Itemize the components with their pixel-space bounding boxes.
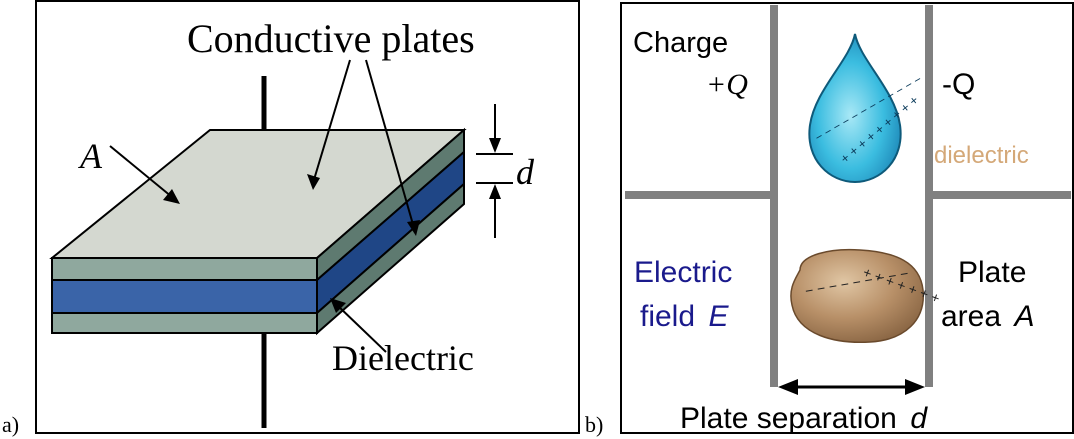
- dielectric-label-b: dielectric: [934, 142, 1029, 169]
- panel-b-label: b): [585, 412, 604, 437]
- right-plate: [925, 5, 933, 387]
- field-label-line2: field E: [640, 300, 730, 333]
- area-symbol: A: [78, 136, 103, 176]
- separation-symbol: d: [516, 152, 535, 192]
- charge-label: Charge: [633, 27, 728, 59]
- plate-label-line2: area A: [941, 300, 1035, 333]
- arrow-to-bottom-plate: [365, 59, 415, 229]
- dielectric-label: Dielectric: [332, 338, 474, 378]
- right-divider: [933, 191, 1071, 199]
- field-label-line1: Electric: [634, 256, 732, 289]
- plate-label-line1: Plate: [958, 256, 1026, 289]
- separation-label-b: Plate separation d: [680, 402, 928, 435]
- rock: [790, 248, 924, 344]
- dielectric-arrow: [336, 304, 387, 353]
- water-drop: [808, 33, 902, 184]
- d-arrow-up: [489, 184, 501, 199]
- minus-q-label: -Q: [942, 68, 975, 101]
- left-plate: [770, 5, 778, 387]
- left-divider: [625, 191, 770, 199]
- d-arrow-down: [489, 138, 501, 153]
- dielectric-front: [51, 279, 318, 314]
- arrow-to-top-plate: [312, 59, 351, 184]
- plus-q-label: +Q: [706, 68, 748, 101]
- area-arrow: [109, 145, 173, 198]
- panel-a-label: a): [2, 412, 20, 437]
- conductive-plates-label: Conductive plates: [187, 16, 475, 61]
